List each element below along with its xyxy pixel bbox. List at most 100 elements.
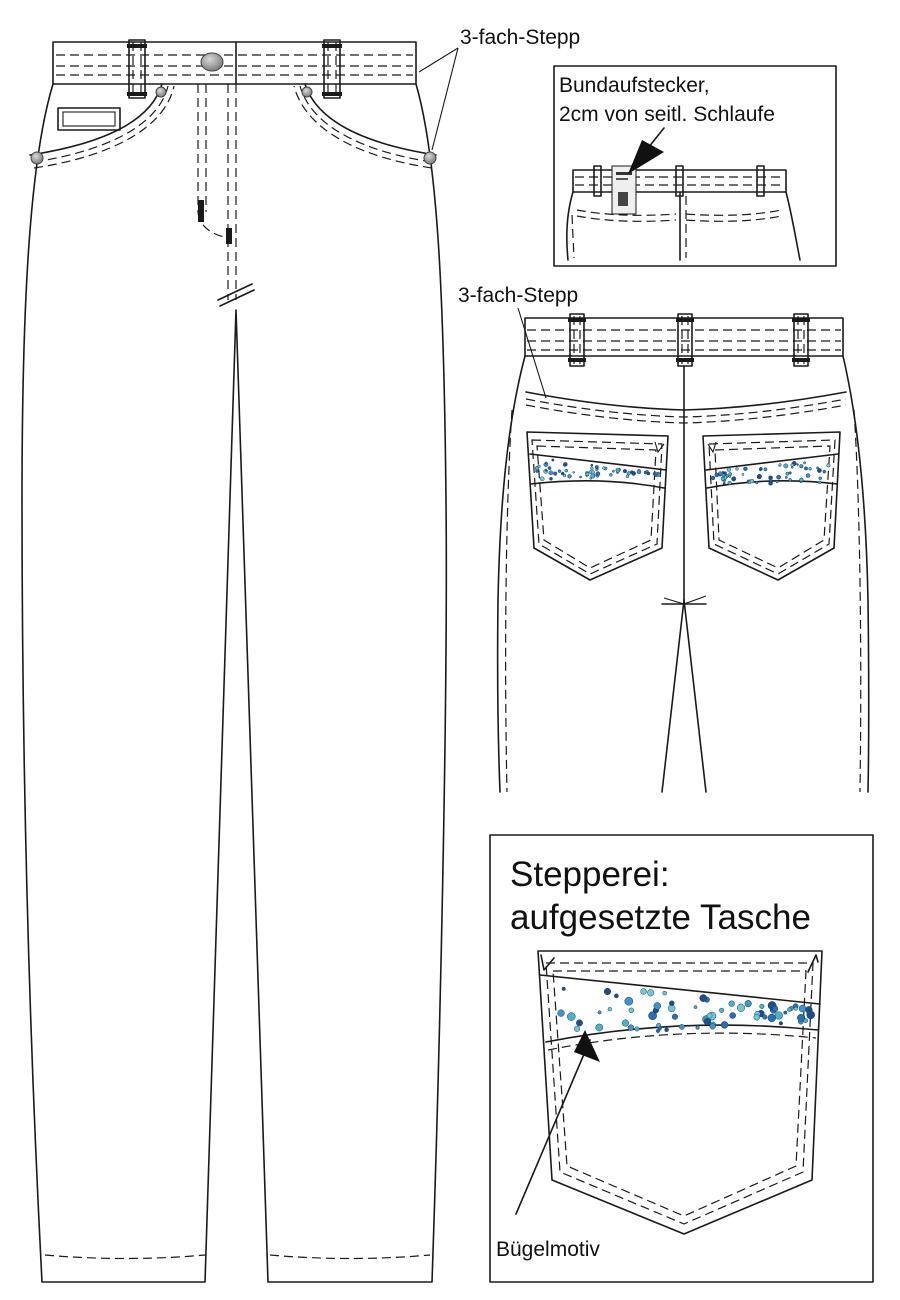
motif-dot bbox=[703, 1018, 712, 1026]
front-view bbox=[21, 39, 448, 1283]
motif-dot bbox=[631, 471, 636, 476]
motif-dot bbox=[563, 462, 568, 467]
motif-dot bbox=[621, 1019, 629, 1027]
triple-stitch-front-label: 3-fach-Stepp bbox=[460, 26, 580, 49]
motif-dot bbox=[755, 481, 759, 485]
motif-dot bbox=[822, 469, 827, 474]
front-waistband bbox=[52, 41, 417, 85]
motif-dot bbox=[726, 467, 732, 472]
front-belt-loop-right bbox=[322, 39, 342, 99]
motif-dot bbox=[624, 996, 634, 1006]
motif-dot bbox=[803, 461, 807, 465]
motif-dot bbox=[609, 473, 613, 477]
motif-dot bbox=[798, 1004, 807, 1013]
back-belt-loops bbox=[568, 313, 810, 367]
motif-dot bbox=[595, 468, 598, 472]
motif-dot bbox=[774, 1011, 783, 1020]
front-belt-loop-left bbox=[127, 39, 147, 99]
motif-dot bbox=[759, 1003, 765, 1009]
motif-dot bbox=[788, 478, 792, 482]
motif-dot bbox=[576, 1019, 583, 1027]
motif-dot bbox=[625, 474, 630, 478]
motif-dot bbox=[756, 473, 762, 479]
motif-dot bbox=[778, 1021, 783, 1026]
motif-dot bbox=[709, 1023, 716, 1030]
motif-dot bbox=[640, 988, 647, 995]
motif-dot bbox=[762, 1014, 768, 1020]
front-pocket-right bbox=[293, 83, 437, 169]
motif-dot bbox=[799, 464, 804, 469]
back-motif-left bbox=[534, 458, 661, 482]
motif-dot bbox=[699, 994, 708, 1002]
back-motif-right bbox=[710, 461, 831, 486]
motif-dot bbox=[785, 471, 790, 476]
motif-dot bbox=[615, 468, 621, 473]
motif-dot bbox=[720, 476, 726, 481]
motif-dot bbox=[787, 1007, 792, 1012]
waistband-tag-label-line2: 2cm von seitl. Schlaufe bbox=[559, 103, 775, 126]
motif-dot bbox=[776, 474, 781, 480]
motif-dot bbox=[614, 993, 619, 999]
back-outline bbox=[496, 355, 526, 793]
motif-dot bbox=[585, 472, 590, 476]
motif-dot bbox=[719, 1007, 725, 1013]
motif-dot bbox=[806, 1010, 815, 1020]
motif-dot bbox=[595, 1023, 604, 1032]
motif-dot bbox=[662, 990, 667, 996]
motif-dot bbox=[744, 1000, 752, 1008]
motif-dot bbox=[567, 1012, 576, 1021]
motif-dot bbox=[743, 466, 748, 471]
motif-dot bbox=[579, 475, 582, 479]
motif-dot bbox=[796, 463, 799, 466]
motif-dot bbox=[721, 473, 726, 478]
motif-dot bbox=[653, 1002, 662, 1010]
motif-dot bbox=[718, 471, 723, 476]
motif-dot bbox=[804, 466, 808, 471]
motif-dot bbox=[664, 1027, 669, 1033]
front-outline bbox=[21, 83, 448, 1283]
motif-dot bbox=[607, 1007, 612, 1012]
motif-dot bbox=[671, 1013, 678, 1020]
pocket-detail-inset: Stepperei: aufgesetzte Tasche Bügelmotiv bbox=[489, 834, 874, 1283]
detail-motif bbox=[557, 986, 815, 1033]
motif-dot bbox=[655, 1028, 661, 1033]
motif-dot bbox=[572, 471, 575, 474]
motif-dot bbox=[783, 463, 789, 469]
motif-dot bbox=[622, 469, 627, 474]
front-pocket-left bbox=[29, 83, 175, 169]
motif-dot bbox=[564, 468, 569, 473]
motif-dot bbox=[753, 1013, 761, 1021]
back-pocket-left bbox=[526, 431, 669, 581]
motif-dot bbox=[729, 1012, 736, 1019]
motif-dot bbox=[710, 475, 716, 481]
motif-dot bbox=[539, 476, 545, 482]
motif-dot bbox=[784, 475, 788, 479]
motif-dot bbox=[772, 1005, 779, 1012]
motif-dot bbox=[588, 470, 593, 474]
motif-dot bbox=[790, 463, 795, 467]
motif-dot bbox=[669, 1000, 675, 1007]
motif-dot bbox=[741, 473, 745, 476]
stitching-title-line2: aufgesetzte Tasche bbox=[510, 898, 811, 937]
motif-dot bbox=[706, 1012, 713, 1019]
motif-dot bbox=[534, 466, 540, 471]
motif-dot bbox=[749, 478, 755, 484]
motif-dot bbox=[818, 476, 822, 481]
front-fly bbox=[197, 84, 255, 307]
motif-dot bbox=[805, 473, 811, 478]
motif-dot bbox=[731, 476, 737, 482]
motif-dot bbox=[775, 480, 779, 484]
triple-stitch-front-callout: 3-fach-Stepp bbox=[418, 26, 580, 151]
motif-dot bbox=[817, 468, 822, 473]
motif-dot bbox=[797, 1013, 805, 1022]
motif-dot bbox=[799, 477, 804, 482]
motif-dot bbox=[562, 473, 567, 478]
waistband-tag-inset: Bundaufstecker, 2cm von seitl. Schlaufe bbox=[553, 65, 837, 267]
motif-dot bbox=[590, 473, 596, 479]
motif-dot bbox=[597, 1010, 602, 1015]
motif-dot bbox=[634, 1026, 640, 1032]
motif-dot bbox=[728, 472, 733, 477]
motif-dot bbox=[648, 1011, 657, 1021]
motif-dot bbox=[628, 1007, 635, 1014]
